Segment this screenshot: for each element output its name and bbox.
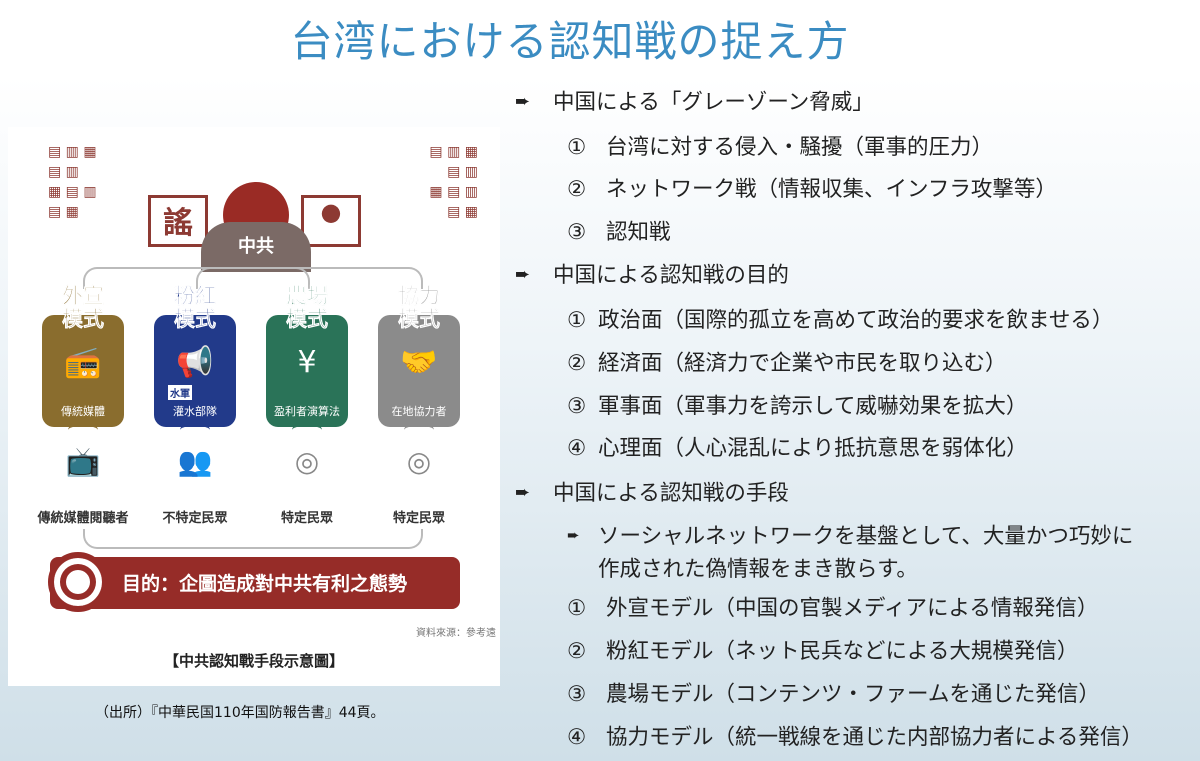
list-item: 台湾に対する侵入・騒擾（軍事的圧力）: [606, 135, 994, 160]
megaphone-icon: 📢: [176, 345, 214, 380]
signal-icon: [404, 422, 434, 438]
money-chart-icon: ¥: [297, 345, 317, 380]
sub-bullet-text: 作成された偽情報をまき散らす。: [598, 557, 918, 582]
section-heading: 中国による認知戦の手段: [553, 481, 789, 506]
section-heading: 中国による認知戦の目的: [553, 263, 789, 288]
crowd-icon: 👥: [177, 445, 213, 478]
item-number: ④: [567, 436, 587, 461]
item-number: ③: [567, 220, 587, 245]
audience-label: 傳統媒體閱聽者: [37, 511, 129, 526]
connector-inner: [196, 267, 310, 289]
mode-label: 外宣模式: [62, 284, 105, 331]
list-item: 心理面（人心混乱により抵抗意思を弱体化）: [598, 436, 1028, 461]
mode-sub: 灌水部隊: [173, 405, 217, 418]
mode-sub: 傳統媒體: [61, 405, 105, 418]
ccp-label: 中共: [201, 222, 311, 272]
mode-external-propaganda: 外宣模式 📻 傳統媒體: [42, 284, 124, 427]
mode-label: 農場模式: [286, 284, 329, 331]
item-number: ③: [567, 394, 587, 419]
figure-source: 資料來源：參考遠: [416, 628, 496, 639]
documents-left-icon: ▤ ▥ ▦▤ ▥▦ ▤ ▥▤ ▦: [48, 144, 97, 220]
mode-label: 粉紅模式: [174, 284, 217, 331]
item-number: ②: [567, 177, 587, 202]
mode-farm: 農場模式 ¥ 盈利者演算法: [266, 284, 348, 427]
mode-label: 協力模式: [398, 284, 441, 331]
list-item: 認知戦: [606, 220, 671, 245]
section-heading: 中国による「グレーゾーン脅威」: [553, 90, 874, 115]
documents-right-icon: ▤ ▥ ▦▤ ▥▦ ▤ ▥▤ ▦: [429, 144, 478, 220]
figure-caption: （出所）『中華民国110年国防報告書』44頁。: [95, 705, 385, 721]
figure-title: 【中共認知戰手段示意圖】: [163, 652, 344, 670]
tv-viewer-icon: 📺: [65, 445, 101, 478]
list-item: 外宣モデル（中国の官製メディアによる情報発信）: [606, 596, 1099, 621]
audience-label: 不特定民眾: [162, 511, 228, 526]
item-number: ②: [567, 351, 587, 376]
arrow-bullet-icon: ➨: [515, 264, 531, 285]
list-item: 政治面（国際的孤立を高めて政治的要求を飲ませる）: [598, 308, 1114, 333]
mode-sub: 在地協力者: [391, 405, 447, 418]
dartboard-icon: [48, 552, 108, 612]
list-item: 経済面（経済力で企業や市民を取り込む）: [598, 351, 1007, 376]
mode-sub: 盈利者演算法: [274, 405, 340, 418]
list-item: 農場モデル（コンテンツ・ファームを通じた発信）: [606, 682, 1100, 707]
signal-icon: [68, 422, 98, 438]
mode-collaboration: 協力模式 🤝 在地協力者: [378, 284, 460, 427]
chat-bubble-icon: ●: [320, 198, 342, 226]
list-item: 粉紅モデル（ネット民兵などによる大規模発信）: [606, 639, 1079, 664]
target-person-icon: ◎: [406, 445, 432, 478]
cognitive-warfare-diagram: 謠 ● 中共 ▤ ▥ ▦▤ ▥▦ ▤ ▥▤ ▦ ▤ ▥ ▦▤ ▥▦ ▤ ▥▤ ▦…: [8, 127, 500, 686]
arrow-bullet-icon: ➨: [515, 91, 531, 112]
item-number: ②: [567, 639, 587, 664]
signal-icon: [292, 422, 322, 438]
monitor-right: ●: [301, 195, 361, 247]
mode-pink: 粉紅模式 📢 水軍灌水部隊: [154, 284, 236, 427]
audience-label: 特定民眾: [280, 511, 333, 526]
arrow-sub-bullet-icon: ➨: [567, 526, 580, 544]
target-person-icon: ◎: [294, 445, 320, 478]
list-item: 協力モデル（統一戦線を通じた内部協力者による発信）: [606, 725, 1143, 750]
water-army-badge: 水軍: [168, 385, 192, 400]
rumor-char: 謠: [163, 206, 193, 241]
monitor-left: 謠: [148, 195, 208, 247]
arrow-bullet-icon: ➨: [515, 482, 531, 503]
goal-banner: 目的：企圖造成對中共有利之態勢: [50, 557, 460, 609]
connector-bottom: [83, 529, 423, 549]
audience-label: 特定民眾: [392, 511, 445, 526]
item-number: ③: [567, 682, 587, 707]
item-number: ④: [567, 725, 587, 750]
sub-bullet-text: ソーシャルネットワークを基盤として、大量かつ巧妙に: [598, 524, 1134, 549]
list-item: 軍事面（軍事力を誇示して威嚇効果を拡大）: [598, 394, 1028, 419]
item-number: ①: [567, 308, 587, 333]
slide-title: 台湾における認知戦の捉え方: [290, 17, 850, 66]
list-item: ネットワーク戦（情報収集、インフラ攻撃等）: [606, 177, 1057, 202]
radio-icon: 📻: [64, 345, 102, 380]
handshake-icon: 🤝: [400, 345, 438, 380]
signal-icon: [180, 422, 210, 438]
item-number: ①: [567, 596, 587, 621]
item-number: ①: [567, 135, 587, 160]
